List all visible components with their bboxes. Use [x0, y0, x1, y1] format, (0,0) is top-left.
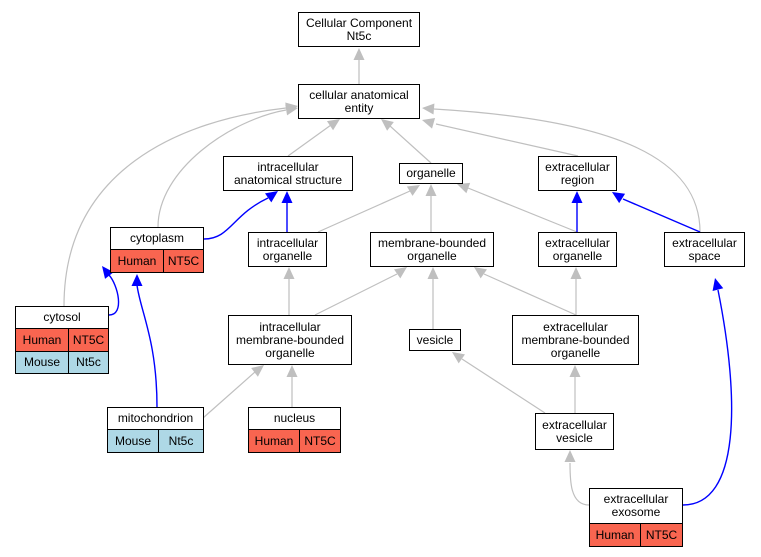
part-of-arrowhead — [281, 191, 293, 203]
is-a-edge — [467, 187, 578, 233]
node-cellular-anatomical-entity[interactable]: cellular anatomical entity — [298, 84, 420, 119]
is-a-edge — [435, 123, 579, 157]
is-a-arrowhead — [427, 267, 439, 279]
is-a-arrowhead — [251, 365, 264, 377]
node-extracellular-region[interactable]: extracellular region — [538, 156, 617, 191]
is-a-arrowhead — [381, 119, 394, 131]
is-a-edge — [461, 358, 546, 414]
annotation-row: Human NT5C — [111, 250, 203, 272]
is-a-edge — [202, 371, 256, 419]
annotation-row: Human NT5C — [249, 430, 340, 452]
part-of-edge — [622, 198, 701, 233]
node-cellular-component[interactable]: Cellular Component Nt5c — [298, 12, 420, 47]
node-vesicle[interactable]: vesicle — [409, 329, 461, 351]
is-a-edge — [314, 273, 398, 316]
part-of-edge — [203, 197, 269, 240]
gene-cell: Nt5c — [68, 352, 108, 373]
is-a-arrowhead — [422, 103, 435, 115]
is-a-arrowhead — [353, 48, 365, 60]
annotation-row: Mouse Nt5c — [16, 351, 108, 373]
is-a-edge — [433, 108, 701, 233]
node-intracellular-anatomical-structure[interactable]: intracellular anatomical structure — [223, 156, 353, 191]
node-extracellular-exosome[interactable]: extracellular exosome Human NT5C — [589, 488, 683, 547]
node-title: cytosol — [16, 307, 108, 329]
is-a-edge — [63, 107, 287, 307]
node-membrane-bounded-organelle[interactable]: membrane-bounded organelle — [370, 232, 494, 267]
part-of-edge — [136, 284, 158, 408]
part-of-arrowhead — [571, 191, 583, 203]
node-intracellular-membrane-bounded-organelle[interactable]: intracellular membrane-bounded organelle — [228, 315, 352, 365]
is-a-arrowhead — [326, 119, 340, 131]
part-of-arrowhead — [612, 192, 626, 204]
is-a-arrowhead — [569, 365, 581, 377]
is-a-edge — [389, 125, 432, 164]
organism-cell: Mouse — [16, 352, 68, 373]
organism-cell: Human — [249, 430, 299, 452]
edges-layer — [63, 48, 733, 506]
node-title: mitochondrion — [108, 408, 203, 430]
part-of-arrowhead — [265, 191, 278, 203]
is-a-arrowhead — [406, 185, 420, 196]
is-a-edge — [317, 190, 411, 233]
is-a-arrowhead — [474, 267, 487, 279]
node-title: extracellular exosome — [590, 489, 682, 524]
node-title: nucleus — [249, 408, 340, 430]
node-cytoplasm[interactable]: cytoplasm Human NT5C — [110, 227, 204, 273]
part-of-arrowhead — [131, 274, 143, 286]
gene-cell: Nt5c — [158, 430, 203, 452]
part-of-arrowhead — [712, 278, 724, 291]
is-a-arrowhead — [286, 365, 298, 377]
is-a-arrowhead — [452, 352, 465, 364]
is-a-arrowhead — [283, 267, 295, 279]
node-title: cytoplasm — [111, 228, 203, 250]
is-a-arrowhead — [570, 267, 582, 279]
node-extracellular-organelle[interactable]: extracellular organelle — [538, 232, 617, 267]
organism-cell: Mouse — [108, 430, 158, 452]
is-a-arrowhead — [425, 184, 437, 196]
organism-cell: Human — [590, 524, 640, 546]
is-a-arrowhead — [457, 182, 471, 194]
part-of-edge — [682, 289, 733, 506]
gene-cell: NT5C — [68, 329, 108, 351]
is-a-arrowhead — [422, 118, 436, 129]
annotation-row: Human NT5C — [590, 524, 682, 546]
organism-cell: Human — [111, 250, 163, 272]
node-extracellular-space[interactable]: extracellular space — [664, 232, 745, 267]
node-intracellular-organelle[interactable]: intracellular organelle — [248, 232, 327, 267]
node-organelle[interactable]: organelle — [399, 163, 463, 184]
gene-cell: NT5C — [640, 524, 682, 546]
node-mitochondrion[interactable]: mitochondrion Mouse Nt5c — [107, 407, 204, 453]
is-a-arrowhead — [564, 450, 576, 462]
part-of-edge — [108, 274, 120, 316]
part-of-arrowhead — [102, 266, 114, 279]
gene-cell: NT5C — [163, 250, 203, 272]
is-a-edge — [483, 273, 577, 316]
gene-cell: NT5C — [299, 430, 340, 452]
annotation-row: Mouse Nt5c — [108, 430, 203, 452]
is-a-edge — [287, 124, 332, 157]
node-extracellular-vesicle[interactable]: extracellular vesicle — [535, 413, 614, 450]
annotation-row: Human NT5C — [16, 329, 108, 351]
organism-cell: Human — [16, 329, 68, 351]
node-cytosol[interactable]: cytosol Human NT5C Mouse Nt5c — [15, 306, 109, 374]
is-a-arrowhead — [394, 267, 407, 279]
node-nucleus[interactable]: nucleus Human NT5C — [248, 407, 341, 453]
is-a-edge — [569, 462, 590, 506]
is-a-arrowhead — [285, 102, 298, 114]
node-extracellular-membrane-bounded-organelle[interactable]: extracellular membrane-bounded organelle — [512, 315, 639, 365]
is-a-edge — [157, 109, 287, 228]
